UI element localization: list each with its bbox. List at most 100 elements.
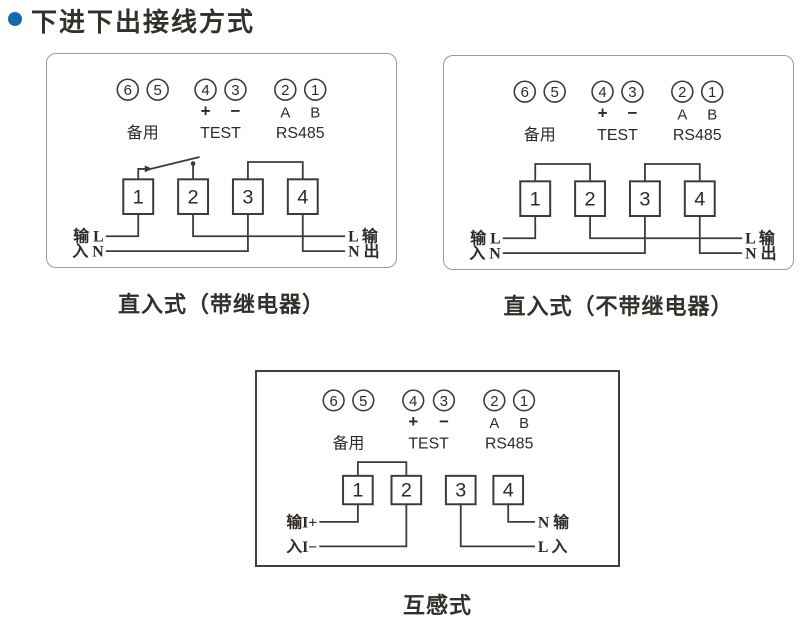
circle-number: 6: [124, 83, 132, 99]
terminal-circle-1: [303, 78, 327, 101]
bottom-wiring: 输 L 入 N L 输 N 出: [72, 213, 380, 261]
jumper-1-2: [356, 461, 408, 476]
circle-number: 2: [678, 85, 686, 101]
terminal-box-2: [177, 178, 210, 215]
diagram-direct-with-relay: 6 5 4 3 2 1 + − A B 备用 TEST RS485: [46, 53, 397, 268]
circle-number: 3: [628, 85, 636, 101]
section-header: 下进下出接线方式: [0, 0, 800, 40]
test-label: TEST: [597, 127, 638, 144]
left-top-label: 输I+: [286, 512, 317, 531]
terminal-number: 1: [352, 480, 363, 502]
rs485-label: RS485: [673, 127, 722, 144]
terminal-strip-header: 6 5 4 3 2 1 + − A B 备用 TEST RS485: [322, 389, 536, 452]
terminal-number: 3: [455, 480, 466, 502]
wire-neutral-in: [502, 215, 646, 255]
terminal-circle-4: [402, 389, 425, 412]
terminal-box-4: [683, 180, 716, 217]
wire-line-out: [589, 215, 743, 240]
terminal-number: 2: [585, 189, 596, 211]
terminal-number: 1: [530, 189, 541, 211]
terminal-strip-header: 6 5 4 3 2 1 + − A B 备用 TEST RS485: [116, 78, 327, 142]
bottom-wiring: 输 L 入 N L 输 N 出: [469, 215, 777, 263]
terminal-box-2: [574, 180, 607, 217]
jumper-1-2: [534, 163, 591, 182]
circle-number: 1: [311, 83, 319, 99]
terminal-strip-header: 6 5 4 3 2 1 + − A B 备用 TEST RS485: [513, 80, 724, 144]
minus-sign: −: [628, 103, 638, 122]
wire-current-plus: [319, 504, 359, 523]
left-bottom-label: 入I−: [286, 538, 317, 556]
wire-line-out: [192, 213, 346, 238]
terminal-number: 2: [401, 480, 412, 502]
terminal-circle-5: [543, 80, 566, 103]
plus-sign: +: [201, 101, 211, 120]
terminal-number: 3: [639, 189, 650, 211]
left-bottom-label: 入 N: [469, 245, 501, 263]
terminal-box-4: [492, 474, 525, 506]
rs485-label: RS485: [276, 125, 325, 142]
terminal-number: 1: [133, 187, 144, 209]
rs485-b-label: B: [707, 107, 717, 123]
relay-switch: [137, 156, 200, 180]
terminal-circle-3: [224, 78, 247, 101]
terminal-number: 3: [242, 187, 253, 209]
terminal-circle-6: [322, 389, 345, 412]
wire-neutral-out: [301, 213, 346, 253]
spare-label: 备用: [127, 124, 159, 142]
wire-neutral: [507, 504, 535, 523]
terminal-number: 4: [694, 189, 705, 211]
terminal-circle-4: [591, 80, 614, 103]
circle-number: 2: [281, 83, 289, 99]
terminal-blocks: 1 2 3 4: [342, 474, 525, 506]
wire-line: [459, 504, 535, 548]
relay-contact-dot: [190, 161, 196, 166]
right-top-label: L 输: [745, 229, 776, 248]
circle-number: 4: [201, 83, 209, 99]
bullet-icon: [8, 12, 22, 26]
wire-neutral-in: [105, 213, 249, 253]
wire-current-minus: [319, 504, 408, 548]
rs485-b-label: B: [310, 105, 320, 121]
terminal-circle-5: [352, 389, 375, 412]
jumper-3-4: [644, 163, 701, 182]
circle-number: 3: [231, 83, 239, 99]
test-label: TEST: [408, 435, 449, 452]
rs485-label: RS485: [485, 435, 534, 452]
circle-number: 5: [154, 83, 162, 99]
terminal-circle-4: [194, 78, 217, 101]
circle-number: 4: [598, 85, 606, 101]
terminal-circle-2: [483, 389, 506, 412]
terminal-box-3: [628, 180, 661, 217]
circle-number: 6: [521, 85, 529, 101]
terminal-circle-6: [116, 78, 140, 101]
test-label: TEST: [200, 125, 241, 142]
rs485-b-label: B: [519, 416, 529, 432]
terminal-circle-3: [432, 389, 456, 412]
circle-number: 1: [520, 394, 528, 410]
minus-sign: −: [231, 101, 241, 120]
left-top-label: 输 L: [470, 229, 501, 248]
rs485-a-label: A: [677, 107, 687, 123]
diagram-transformer-type: 6 5 4 3 2 1 + − A B 备用 TEST RS485 1: [255, 370, 620, 567]
right-top-label: L 输: [348, 227, 379, 246]
terminal-blocks: 1 2 3 4: [122, 178, 319, 215]
terminal-circle-3: [621, 80, 644, 103]
terminal-blocks: 1 2 3 4: [519, 180, 716, 217]
bottom-wiring: 输I+ 入I− N 输 L 入: [286, 504, 569, 556]
terminal-circle-1: [700, 80, 724, 103]
left-top-label: 输 L: [73, 227, 104, 246]
circle-number: 6: [330, 394, 338, 410]
terminal-number: 4: [503, 480, 514, 502]
wire-line-in: [502, 215, 537, 240]
spare-label: 备用: [333, 434, 365, 452]
right-bottom-label: N 出: [348, 242, 379, 261]
rs485-a-label: A: [280, 105, 290, 121]
wire-line-in: [105, 213, 140, 238]
terminal-box-3: [231, 178, 264, 215]
circle-number: 2: [490, 394, 498, 410]
terminal-circle-2: [274, 78, 297, 101]
circle-number: 1: [708, 85, 716, 101]
circle-number: 5: [551, 85, 559, 101]
right-top-label: N 输: [538, 512, 569, 531]
